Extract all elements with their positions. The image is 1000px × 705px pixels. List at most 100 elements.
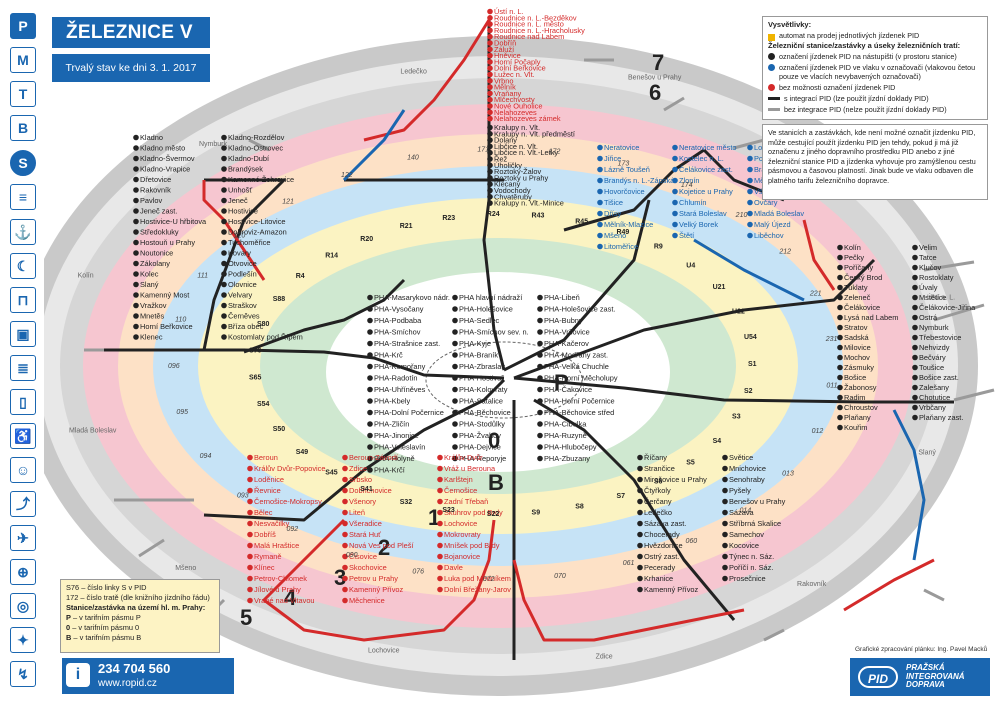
legend-ticket-machine: automat na prodej jednotlivých jízdenek … [779,31,920,40]
station-label: PHA-Sedlec [459,316,500,325]
station-dot [537,306,543,312]
airport-icon[interactable]: ✈ [10,525,36,551]
station-dot [367,398,373,404]
station-label: Zdice [349,464,367,473]
station-dot [133,176,139,183]
line-benesov [533,398,736,621]
station-dot [133,334,139,340]
direction-label: Ústí n. L. [927,292,955,301]
station-label: PHA-Kačerov [544,339,589,348]
station-dot [452,329,458,335]
station-dot [837,294,843,301]
station-label: Tuchoměřice [228,238,270,247]
station-dot [487,181,493,187]
station-label: PHA-Stodůlky [459,420,505,429]
station-label: Velký Borek [679,220,718,229]
station-dot [221,176,227,183]
station-dot [133,271,139,277]
line-label: S3 [732,414,741,421]
info-icon[interactable]: ≣ [10,355,36,381]
station-label: Petrov u Prahy [349,574,398,583]
station-label: Slaný [140,280,159,289]
station-label: PHA-Čakovice [544,385,592,394]
station-dot [342,553,348,560]
integrated-line-icon [768,97,780,100]
station-dot [637,476,643,483]
family-icon[interactable]: ☺ [10,457,36,483]
station-dot [597,166,603,173]
metro-icon[interactable]: M [10,47,36,73]
station-label: Chvatěruby [494,192,532,201]
station-label: Loděnice [254,475,284,484]
track-label: 120 [234,232,246,239]
station-dot [537,432,543,439]
station-label: Hněvice [494,51,521,60]
train-icon[interactable]: ≡ [10,184,36,210]
legend-red: bez možnosti označení jízdenek PID [779,83,896,92]
station-dot [221,323,227,330]
line-lysa [513,258,876,380]
line-label: R14 [325,253,338,260]
contact-phone[interactable]: 234 704 560 [98,661,171,676]
station-label: PHA-Podbaba [374,316,422,325]
non-integrated-line-icon [768,108,780,111]
escalator-icon[interactable]: ⤴ [10,491,36,517]
station-dot [722,575,728,582]
walk-icon[interactable]: ↯ [10,661,36,687]
station-label: PHA-Uhříněves [374,385,426,394]
station-label: Tuklaty [844,283,868,292]
line-hostivice [243,278,406,354]
station-label: Dolní Břežany-Jarov [444,585,511,594]
station-dot [672,210,678,217]
station-label: Poříčí n. Sáz. [729,563,773,572]
station-dot [342,531,348,538]
station-dot [487,40,493,46]
line-label: S5 [686,460,695,467]
station-dot [133,134,139,141]
station-dot [247,542,253,549]
dog-icon[interactable]: ✦ [10,627,36,653]
line-label: S41 [360,486,373,493]
station-dot [342,542,348,549]
bus-icon[interactable]: B [10,115,36,141]
station-label: Pečky [844,253,864,262]
track-label: 090 [346,552,358,559]
station-dot [747,221,753,228]
night-icon[interactable]: ☾ [10,253,36,279]
station-label: Nová Ves pod Pleší [349,541,414,550]
contact-web[interactable]: www.ropid.cz [98,678,157,689]
station-label: Rymaně [254,552,282,561]
station-dot [247,586,253,593]
station-label: Černěves [228,312,260,321]
ferry-icon[interactable]: ⚓ [10,219,36,245]
station-label: Dobřichovice [349,486,392,495]
line-label: R23 [442,215,455,222]
station-label: Stará Huť [349,530,381,539]
station-dot [367,421,373,427]
bus-regional-icon[interactable]: ▣ [10,321,36,347]
pid-logo-icon[interactable]: P [10,13,36,39]
station-dot [247,520,253,527]
accessibility-icon[interactable]: ♿ [10,423,36,449]
funicular-icon[interactable]: ⊓ [10,287,36,313]
station-dot [452,432,458,439]
stroller-icon[interactable]: ⊕ [10,559,36,585]
station-label: Vodochody [494,186,531,195]
station-dot [537,352,543,358]
contact-box[interactable]: i 234 704 560 www.ropid.cz [62,658,234,694]
train-s-icon[interactable]: S [10,150,36,176]
transfer-icon[interactable]: ▯ [10,389,36,415]
legend-title: Vysvětlivky: [768,20,812,29]
key-box: S76 – číslo linky S v PID 172 – číslo tr… [60,579,220,653]
tram-icon[interactable]: T [10,81,36,107]
track-to-kolin-2 [953,388,995,402]
line-label: S65 [249,374,262,381]
station-dot [367,375,373,381]
station-dot [487,8,493,15]
bike-icon[interactable]: ◎ [10,593,36,619]
station-label: Kladno [140,133,163,142]
station-dot [747,166,753,173]
station-label: Ústí n. L. [494,7,524,16]
station-label: Říčany [644,453,667,462]
station-dot [537,363,543,370]
